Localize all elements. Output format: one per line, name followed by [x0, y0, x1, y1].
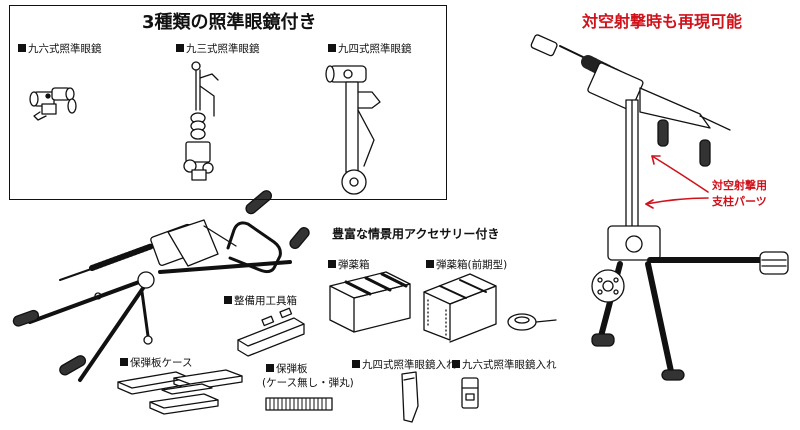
toolbox-drawing [237, 307, 305, 357]
callout-arrows [645, 155, 709, 209]
scope-label-type93: 九三式照準眼鏡 [176, 44, 260, 55]
label-feed-strip: 保弾板 [266, 364, 308, 375]
ammo-box-drawing [329, 271, 411, 333]
label-clip-case: 保弾板ケース [120, 358, 192, 369]
clip-case-drawing [117, 369, 243, 415]
scope-box-frame [9, 5, 447, 200]
type93-scope-drawing [183, 61, 219, 181]
bullet-square-icon [120, 358, 128, 366]
bullet-square-icon [328, 44, 336, 52]
scope-label-type94: 九四式照準眼鏡 [328, 44, 412, 55]
type94-scope-case-drawing [401, 371, 419, 423]
type94-scope-drawing [325, 65, 381, 195]
type96-scope-case-drawing [461, 377, 479, 409]
label-type96-scope-case: 九六式照準眼鏡入れ [452, 360, 557, 371]
scope-box-title: 3種類の照準眼鏡付き [142, 12, 317, 33]
headline-aa-capable: 対空射撃時も再現可能 [582, 12, 743, 31]
bullet-square-icon [328, 260, 336, 268]
bullet-square-icon [452, 360, 460, 368]
type96-scope-drawing [29, 87, 77, 121]
accessories-heading: 豊富な情景用アクセサリー付き [332, 227, 500, 241]
feed-strip-drawing [265, 397, 333, 411]
label-toolbox: 整備用工具箱 [224, 296, 297, 307]
callout-line1: 対空射撃用 [712, 179, 767, 192]
ammo-box-early-drawing [423, 273, 497, 343]
left-machine-gun-drawing [12, 190, 310, 382]
label-ammo-box: 弾薬箱 [328, 260, 370, 271]
label-feed-strip-note: (ケース無し・弾丸) [262, 377, 354, 389]
label-type94-scope-case: 九四式照準眼鏡入れ [352, 360, 457, 371]
bullet-square-icon [266, 364, 274, 372]
bullet-square-icon [224, 296, 232, 304]
scope-label-type96: 九六式照準眼鏡 [18, 44, 102, 55]
right-aa-machine-gun-drawing [507, 34, 789, 381]
bullet-square-icon [426, 260, 434, 268]
bullet-square-icon [176, 44, 184, 52]
bullet-square-icon [18, 44, 26, 52]
bullet-square-icon [352, 360, 360, 368]
callout-line2: 支柱パーツ [712, 195, 767, 208]
label-ammo-box-early: 弾薬箱(前期型) [426, 260, 507, 271]
